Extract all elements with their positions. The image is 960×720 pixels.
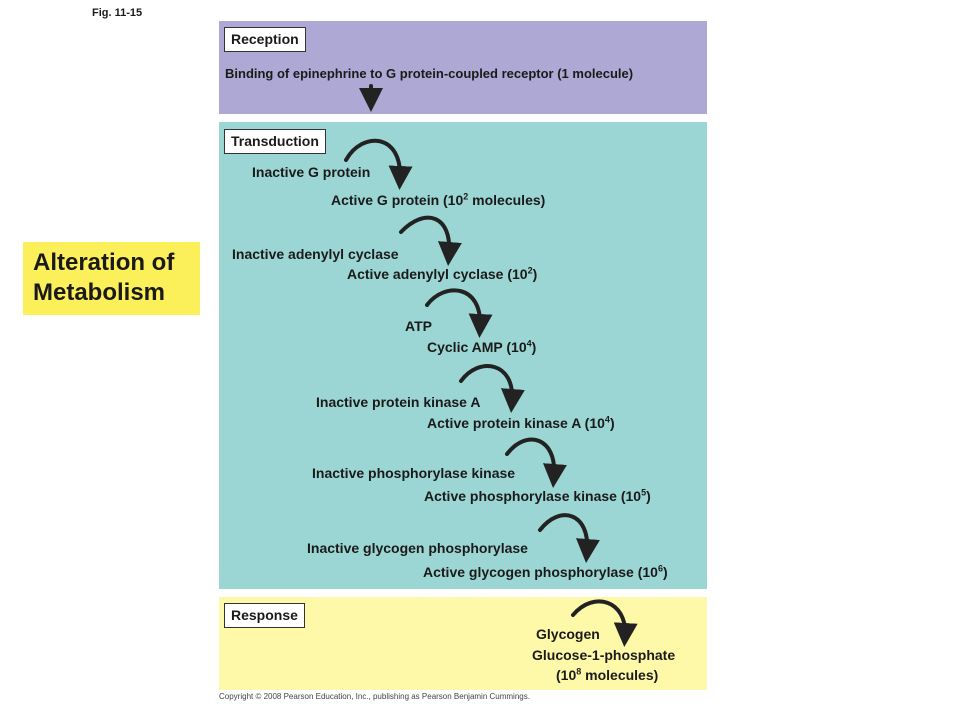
figure-label: Fig. 11-15 (92, 7, 143, 19)
alteration-of-metabolism-label: Alteration of Metabolism (23, 242, 200, 315)
step-5-arrow (505, 437, 567, 488)
step-3-arrow (425, 288, 493, 338)
copyright-text: Copyright © 2008 Pearson Education, Inc.… (219, 692, 530, 701)
response-input: Glycogen (536, 626, 600, 642)
response-output-line1: Glucose-1-phosphate (532, 647, 676, 663)
step-2-arrow (399, 215, 462, 266)
reception-title: Reception (224, 27, 306, 52)
step-6-input: Inactive glycogen phosphorylase (307, 540, 528, 556)
step-2-output: Active adenylyl cyclase (102) (347, 265, 538, 282)
step-6-output: Active glycogen phosphorylase (106) (423, 563, 668, 580)
step-2-input: Inactive adenylyl cyclase (232, 246, 399, 262)
step-1-output: Active G protein (102 molecules) (331, 191, 546, 208)
step-4-arrow (459, 364, 525, 413)
step-1-input: Inactive G protein (252, 164, 371, 180)
response-title: Response (224, 603, 305, 628)
step-3-output: Cyclic AMP (104) (427, 338, 537, 355)
step-6-arrow (538, 513, 600, 563)
step-5-output: Active phosphorylase kinase (105) (424, 487, 651, 504)
step-4-input: Inactive protein kinase A (316, 394, 481, 410)
step-4-output: Active protein kinase A (104) (427, 414, 615, 431)
reception-text: Binding of epinephrine to G protein-coup… (225, 66, 634, 81)
side-label-line1: Alteration of (33, 249, 175, 276)
step-3-input: ATP (405, 318, 432, 334)
step-1-arrow (344, 138, 413, 190)
response-arrow (571, 599, 638, 647)
transduction-title: Transduction (224, 129, 326, 154)
side-label-line2: Metabolism (33, 279, 166, 306)
transduction-panel (219, 122, 707, 589)
response-output-line2: (108 molecules) (556, 666, 659, 683)
step-5-input: Inactive phosphorylase kinase (312, 465, 516, 481)
